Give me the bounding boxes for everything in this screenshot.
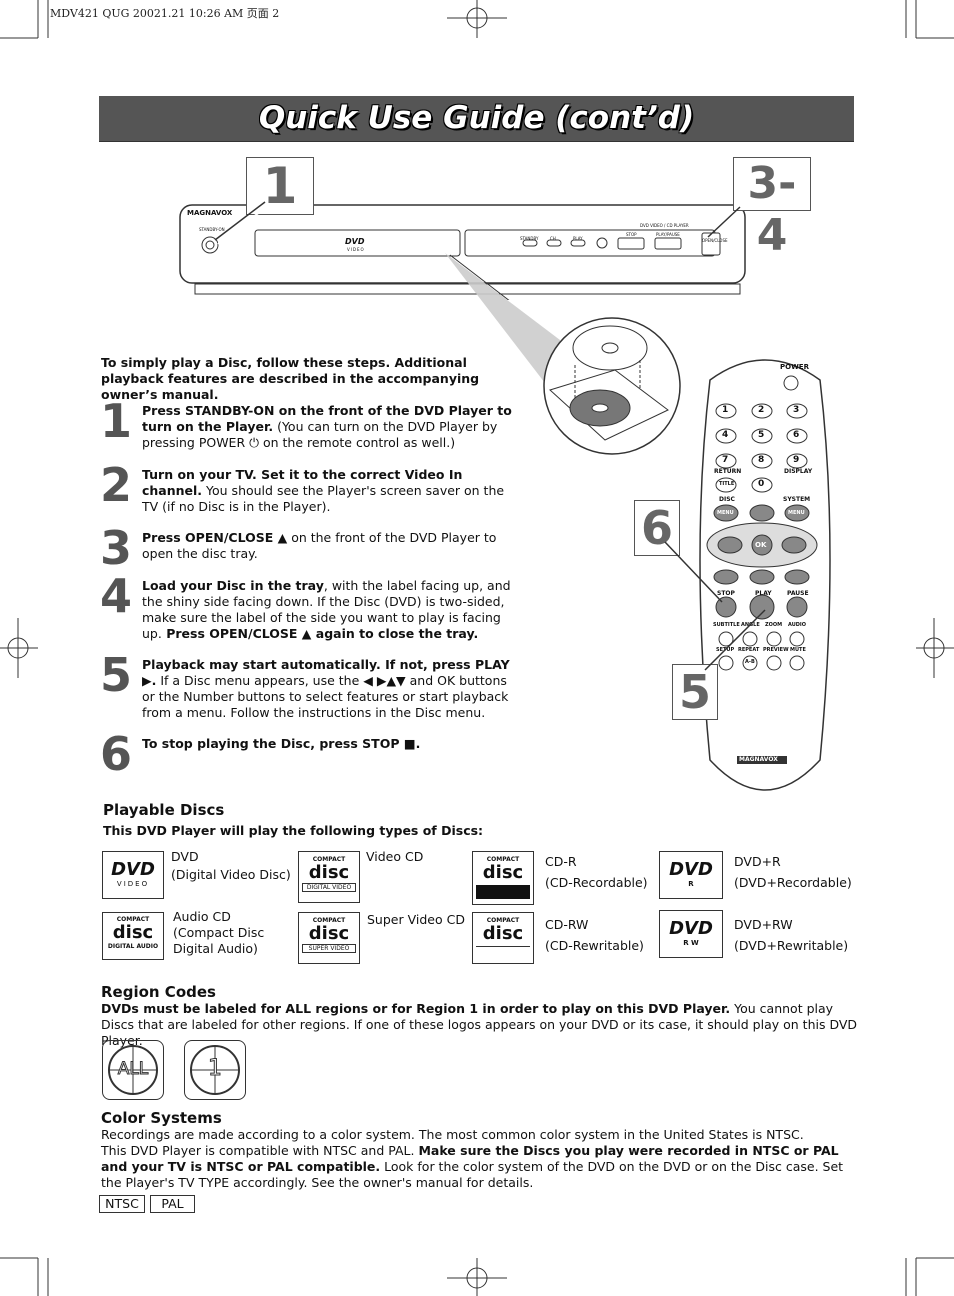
disc-label-dvd-plus-rw: DVD+RW(DVD+Rewritable) (734, 917, 849, 953)
region-codes-text: DVDs must be labeled for ALL regions or … (101, 1001, 858, 1048)
disc-label-super-video-cd: Super Video CD (367, 912, 465, 927)
remote-control-illustration (699, 359, 831, 791)
disc-label-dvd: DVD(Digital Video Disc) (171, 849, 291, 882)
callout-5-pointer (704, 609, 766, 671)
title-bar: Quick Use Guide (cont’d) (99, 96, 854, 142)
callout-3-4-pointer (707, 206, 741, 238)
player-dvd-sub: VIDEO (347, 247, 365, 252)
remote-num-0: 0 (758, 479, 765, 489)
remote-pause-label: PAUSE (787, 590, 809, 597)
remote-preview-label: PREVIEW (763, 647, 789, 653)
remote-num-3: 3 (793, 405, 800, 415)
remote-power-label: POWER (780, 363, 809, 371)
step-number: 6 (100, 727, 133, 781)
step-number: 3 (100, 521, 133, 575)
remote-display-label: DISPLAY (784, 468, 813, 475)
disc-tray-zoom (445, 253, 681, 455)
disc-label-video-cd: Video CD (366, 849, 424, 864)
player-model-line: DVD VIDEO / CD PLAYER (640, 223, 689, 228)
cd-r-logo: COMPACT disc (472, 851, 534, 905)
player-btn-ch: CH (550, 236, 556, 241)
callout-1-pointer (214, 201, 266, 245)
disc-label-dvd-plus-r: DVD+R(DVD+Recordable) (734, 854, 852, 890)
remote-subtitle-label: SUBTITLE (713, 622, 740, 628)
step-5-text: Playback may start automatically. If not… (142, 657, 510, 720)
intro-text: To simply play a Disc, follow these step… (101, 355, 480, 402)
player-brand: MAGNAVOX (187, 209, 233, 217)
color-systems-title: Color Systems (101, 1109, 222, 1127)
video-cd-logo: COMPACT disc DIGITAL VIDEO (298, 851, 360, 903)
step-number: 5 (100, 648, 133, 702)
remote-return-label: RETURN (714, 468, 742, 475)
remote-repeat-label: REPEAT (738, 647, 760, 653)
remote-system-label: SYSTEM (783, 496, 811, 503)
remote-title-label: TITLE (719, 481, 735, 487)
audio-cd-logo: COMPACT disc DIGITAL AUDIO (102, 912, 164, 960)
step-6-text: To stop playing the Disc, press STOP ■. (142, 736, 421, 751)
remote-stop-label: STOP (717, 590, 735, 597)
remote-mute-label: MUTE (790, 647, 806, 653)
page-title: Quick Use Guide (cont’d) (258, 100, 695, 136)
player-btn-playpause: PLAY/PAUSE (656, 232, 680, 237)
remote-num-8: 8 (758, 455, 765, 465)
color-systems-line1: Recordings are made according to a color… (101, 1127, 804, 1142)
step-3-text: Press OPEN/CLOSE ▲ on the front of the D… (142, 530, 497, 561)
region-codes-title: Region Codes (101, 983, 216, 1001)
callout-1: 1 (246, 157, 314, 215)
remote-brand: MAGNAVOX (739, 756, 778, 763)
ntsc-label: NTSC (99, 1195, 145, 1213)
remote-ab-label: A-B (745, 659, 755, 665)
remote-num-2: 2 (758, 405, 765, 415)
remote-num-4: 4 (722, 430, 729, 440)
remote-zoom-label: ZOOM (765, 622, 783, 628)
remote-disc-label: DISC (719, 496, 735, 503)
step-number: 4 (100, 569, 133, 623)
print-header: MDV421 QUG 20021.21 10:26 AM 页面 2 (50, 7, 280, 20)
remote-audio-label: AUDIO (788, 622, 807, 628)
step-1-text: Press STANDBY-ON on the front of the DVD… (142, 403, 512, 450)
player-standby-label: STANDBY-ON (199, 227, 225, 232)
remote-system-menu-label: MENU (788, 510, 805, 516)
region-all-logo: ALL (102, 1040, 164, 1100)
cd-rw-logo: COMPACT disc (472, 912, 534, 964)
player-btn-openclose: OPEN/CLOSE (702, 238, 728, 243)
color-systems-text: This DVD Player is compatible with NTSC … (101, 1143, 844, 1190)
callout-6: 6 (634, 500, 680, 556)
step-number: 2 (100, 458, 133, 512)
callout-3-4: 3-4 (733, 157, 811, 261)
dvd-plus-r-logo: DVD R (659, 851, 723, 899)
disc-label-cd-r: CD-R(CD-Recordable) (545, 854, 648, 890)
disc-label-cd-rw: CD-RW(CD-Rewritable) (545, 917, 644, 953)
dvd-video-logo: DVD VIDEO (102, 851, 164, 899)
pal-label: PAL (150, 1195, 195, 1213)
dvd-plus-rw-logo: DVD R W (659, 910, 723, 958)
remote-num-5: 5 (758, 430, 765, 440)
step-4-text: Load your Disc in the tray, with the lab… (142, 578, 511, 641)
remote-num-7: 7 (722, 455, 729, 465)
playable-discs-subtitle: This DVD Player will play the following … (103, 823, 484, 838)
callout-6-pointer (664, 541, 723, 603)
playable-discs-title: Playable Discs (103, 801, 225, 819)
player-btn-stop: STOP (626, 232, 637, 237)
player-dvd-logo: DVD (345, 237, 365, 246)
step-2-text: Turn on your TV. Set it to the correct V… (142, 467, 505, 514)
remote-num-9: 9 (793, 455, 800, 465)
remote-ok-label: OK (755, 541, 767, 549)
player-btn-play: PLAY (573, 236, 583, 241)
callout-5: 5 (672, 664, 718, 720)
region-1-logo: 1 (184, 1040, 246, 1100)
remote-play-label: PLAY (755, 590, 772, 597)
super-video-cd-logo: COMPACT disc SUPER VIDEO (298, 912, 360, 964)
remote-num-6: 6 (793, 430, 800, 440)
player-btn-standby: STANDBY (520, 236, 539, 241)
remote-menu-label: MENU (717, 510, 734, 516)
remote-num-1: 1 (722, 405, 729, 415)
dvd-player-illustration (179, 204, 746, 300)
step-number: 1 (100, 394, 133, 448)
